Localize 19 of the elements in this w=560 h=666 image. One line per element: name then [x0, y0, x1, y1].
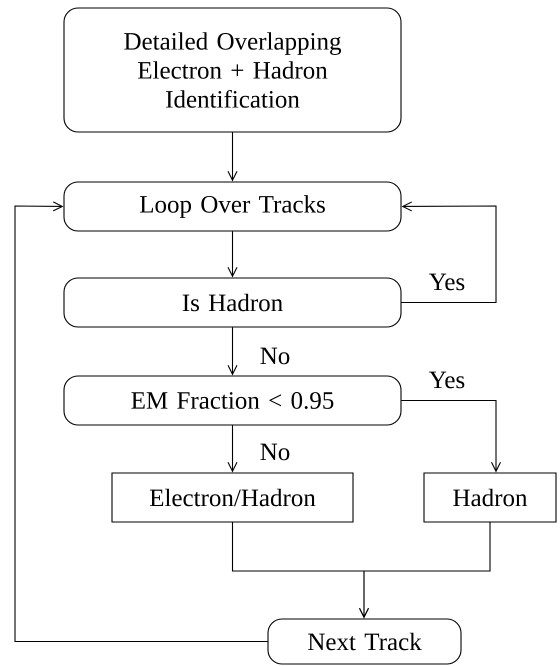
arrow [228, 132, 238, 182]
edge-label: No [260, 348, 290, 364]
terminal-box: Next Track [267, 618, 462, 665]
arrow [402, 201, 497, 304]
arrow [228, 426, 238, 472]
decision-box: Is Hadron [63, 277, 402, 328]
process-box: Loop Over Tracks [63, 181, 402, 232]
arrow [359, 522, 491, 618]
result-box: Electron/Hadron [111, 472, 354, 523]
arrow [14, 201, 268, 642]
result-box: Hadron [423, 472, 557, 523]
arrow [228, 328, 238, 376]
process-box: Detailed Overlapping Electron + Hadron Identification [63, 7, 402, 133]
edge-label: Yes [429, 274, 464, 290]
edge-label: No [260, 444, 290, 460]
edge-label: Yes [429, 372, 464, 388]
decision-box: EM Fraction < 0.95 [63, 375, 402, 426]
arrow [228, 232, 238, 278]
arrow [402, 399, 501, 472]
